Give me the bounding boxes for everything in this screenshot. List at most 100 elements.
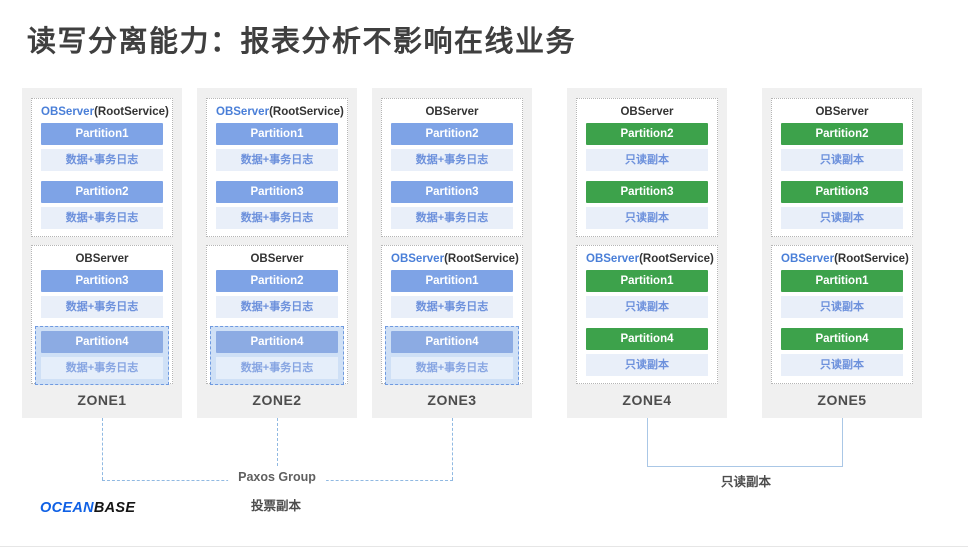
observer-title: OBServer	[391, 106, 513, 118]
observer-name: OBServer	[216, 106, 270, 118]
observer-name: OBServer	[425, 106, 479, 118]
partition: Partition1 只读副本	[781, 270, 903, 318]
observer-name: OBServer	[620, 106, 674, 118]
partition-replica-label: 数据+事务日志	[391, 357, 513, 379]
observer-title: OBServer(RootService)	[41, 106, 169, 118]
partition-replica-label: 只读副本	[586, 354, 708, 376]
partition-replica-label: 数据+事务日志	[41, 149, 163, 171]
partition-header: Partition1	[216, 123, 338, 145]
partition: Partition2 数据+事务日志	[41, 181, 163, 229]
observer-title: OBServer	[216, 253, 338, 265]
logo-text-ocean: OCEAN	[40, 500, 94, 516]
observer-title: OBServer(RootService)	[391, 253, 519, 265]
partition: Partition1 只读副本	[586, 270, 708, 318]
observer-name: OBServer	[391, 253, 445, 265]
connector-zone2-vline	[277, 418, 278, 466]
partition-header: Partition3	[216, 181, 338, 203]
observer-title: OBServer	[586, 106, 708, 118]
zone-label: ZONE2	[252, 392, 302, 408]
partition-header: Partition4	[781, 328, 903, 350]
partition: Partition4 只读副本	[781, 328, 903, 376]
observer-title: OBServer(RootService)	[781, 253, 909, 265]
partition: Partition3 只读副本	[586, 181, 708, 229]
observer-title: OBServer	[41, 253, 163, 265]
partition-replica-label: 数据+事务日志	[41, 296, 163, 318]
connector-zone4-vline	[647, 418, 648, 466]
partition-replica-label: 数据+事务日志	[216, 207, 338, 229]
observer-title: OBServer(RootService)	[586, 253, 714, 265]
partition-replica-label: 只读副本	[781, 207, 903, 229]
partition-header: Partition1	[781, 270, 903, 292]
partition-replica-label: 只读副本	[781, 149, 903, 171]
zone-label: ZONE4	[622, 392, 672, 408]
connector-zone1-vline	[102, 418, 103, 480]
partition-replica-label: 数据+事务日志	[41, 207, 163, 229]
partition-replica-label: 数据+事务日志	[391, 296, 513, 318]
partition-replica-label: 数据+事务日志	[216, 357, 338, 379]
rootservice-suffix: (RootService)	[269, 106, 344, 118]
partition: Partition3 只读副本	[781, 181, 903, 229]
partition-replica-label: 只读副本	[586, 207, 708, 229]
partition-header: Partition2	[781, 123, 903, 145]
connector-zone5-vline	[842, 418, 843, 466]
partition-replica-label: 数据+事务日志	[391, 207, 513, 229]
partition-replica-label: 只读副本	[781, 296, 903, 318]
zone-label: ZONE3	[427, 392, 477, 408]
observer-name: OBServer	[815, 106, 869, 118]
partition-replica-label: 数据+事务日志	[391, 149, 513, 171]
partition: Partition3 数据+事务日志	[216, 181, 338, 229]
partition-header: Partition3	[781, 181, 903, 203]
partition-header: Partition4	[216, 331, 338, 353]
partition-header: Partition4	[391, 331, 513, 353]
slide-bottom-edge	[0, 546, 968, 547]
partition-replica-label: 只读副本	[781, 354, 903, 376]
partition-highlighted: Partition4 数据+事务日志	[385, 326, 519, 385]
connector-zone3-vline	[452, 418, 453, 480]
page-title: 读写分离能力：报表分析不影响在线业务	[27, 26, 577, 58]
partition-header: Partition1	[391, 270, 513, 292]
partition-replica-label: 只读副本	[586, 296, 708, 318]
rootservice-suffix: (RootService)	[639, 253, 714, 265]
partition-header: Partition1	[586, 270, 708, 292]
observer-name: OBServer	[781, 253, 835, 265]
readonly-replica-label: 只读副本	[720, 475, 772, 489]
observer-name: OBServer	[41, 106, 95, 118]
observer-title: OBServer(RootService)	[216, 106, 344, 118]
zone-label: ZONE1	[77, 392, 127, 408]
rootservice-suffix: (RootService)	[444, 253, 519, 265]
partition: Partition2 数据+事务日志	[391, 123, 513, 171]
logo-text-base: BASE	[93, 500, 136, 516]
partition: Partition1 数据+事务日志	[391, 270, 513, 318]
partition-header: Partition2	[41, 181, 163, 203]
zone-label: ZONE5	[817, 392, 867, 408]
paxos-group-label: Paxos Group	[228, 468, 326, 486]
partition-header: Partition4	[586, 328, 708, 350]
partition-header: Partition3	[586, 181, 708, 203]
partition-header: Partition2	[216, 270, 338, 292]
connector-readonly-hline	[647, 466, 843, 467]
partition: Partition1 数据+事务日志	[216, 123, 338, 171]
partition-header: Partition2	[391, 123, 513, 145]
partition-replica-label: 数据+事务日志	[216, 149, 338, 171]
partition: Partition4 只读副本	[586, 328, 708, 376]
observer-name: OBServer	[75, 253, 129, 265]
